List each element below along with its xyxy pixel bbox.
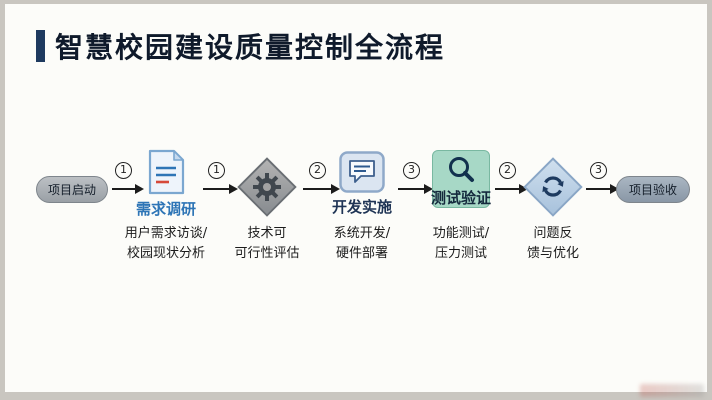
- arrow-5: [495, 183, 528, 194]
- desc-line: 系统开发/: [333, 226, 391, 241]
- arrow-6: [586, 183, 619, 194]
- desc-line: 功能测试/: [432, 226, 490, 241]
- watermark: [640, 384, 704, 397]
- page-title: 智慧校园建设质量控制全流程: [55, 31, 446, 64]
- desc-line: 硬件部署: [335, 246, 388, 261]
- desc-line: 压力测试: [434, 246, 487, 261]
- sync-arrows-icon: [536, 170, 570, 204]
- desc-line: 可行性评估: [234, 246, 300, 261]
- connector-number-1: 1: [115, 162, 132, 179]
- arrow-1: [112, 183, 144, 194]
- desc-feedback: 问题反 馈与优化: [503, 224, 603, 264]
- desc-testing: 功能测试/ 压力测试: [411, 224, 511, 264]
- step-label-requirements: 需求调研: [135, 200, 196, 218]
- magnifier-icon: [444, 153, 478, 187]
- connector-number-5: 2: [499, 162, 516, 179]
- flow-start-node: 项目启动: [36, 176, 108, 203]
- connector-number-3: 2: [309, 162, 326, 179]
- flow-end-label: 项目验收: [628, 183, 677, 197]
- step-label-development: 开发实施: [331, 198, 392, 216]
- arrow-3: [303, 183, 340, 194]
- title-accent-bar: [36, 30, 45, 62]
- desc-requirements: 用户需求访谈/ 校园现状分析: [111, 224, 221, 264]
- connector-number-6: 3: [590, 162, 607, 179]
- desc-line: 用户需求访谈/: [124, 226, 208, 241]
- desc-development: 系统开发/ 硬件部署: [312, 224, 412, 264]
- document-icon: [146, 149, 186, 195]
- arrow-2: [203, 183, 238, 194]
- slide-background: [5, 4, 707, 392]
- chat-document-icon: [339, 151, 385, 193]
- desc-feasibility: 技术可 可行性评估: [217, 224, 317, 264]
- connector-number-2: 1: [208, 162, 225, 179]
- desc-line: 馈与优化: [526, 246, 579, 261]
- connector-number-4: 3: [403, 162, 420, 179]
- gear-icon: [251, 171, 283, 203]
- desc-line: 问题反: [533, 226, 573, 241]
- arrow-4: [398, 183, 433, 194]
- step-label-testing: 测试验证: [430, 189, 491, 207]
- desc-line: 校园现状分析: [126, 246, 205, 261]
- flow-start-label: 项目启动: [47, 183, 96, 197]
- desc-line: 技术可: [247, 226, 287, 241]
- flow-end-node: 项目验收: [616, 176, 690, 203]
